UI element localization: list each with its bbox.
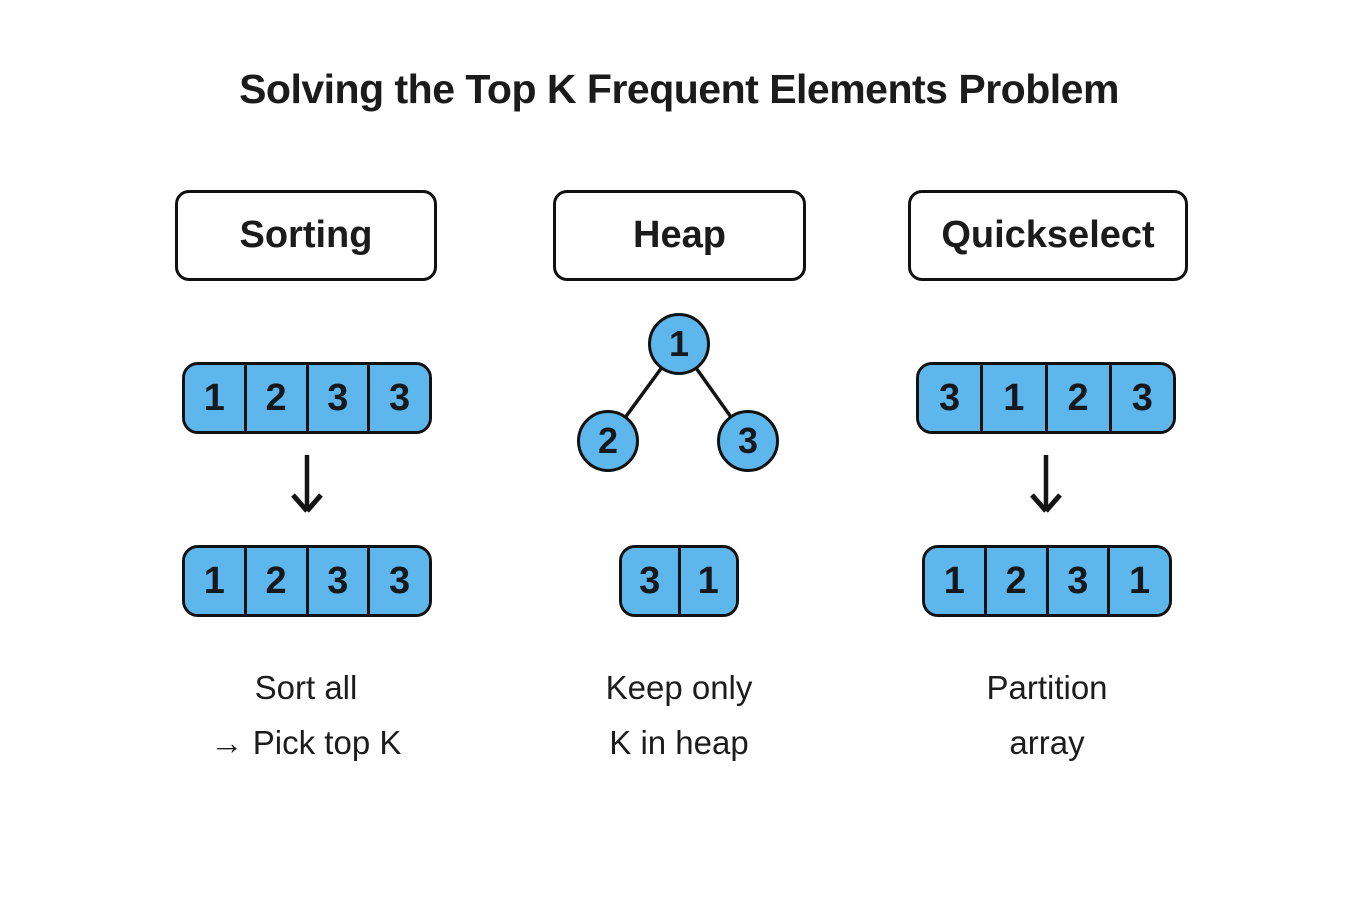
header-label-quickselect: Quickselect	[941, 214, 1155, 256]
array-cell: 3	[1045, 548, 1108, 614]
header-box-heap: Heap	[553, 190, 806, 281]
header-label-heap: Heap	[633, 214, 726, 256]
page-title: Solving the Top K Frequent Elements Prob…	[239, 66, 1119, 112]
heap-result-array: 3 1	[619, 545, 739, 617]
array-cell: 2	[243, 365, 306, 431]
array-cell: 3	[1108, 365, 1173, 431]
array-cell: 3	[919, 365, 981, 431]
array-cell: 2	[243, 548, 306, 614]
caption-heap: Keep only K in heap	[479, 660, 879, 770]
array-cell: 3	[367, 365, 429, 431]
array-cell: 1	[677, 548, 736, 614]
caption-line: Partition	[986, 669, 1108, 706]
caption-sorting: Sort all → Pick top K	[106, 660, 506, 770]
sorting-output-array: 1 2 3 3	[182, 545, 432, 617]
down-arrow-icon	[1030, 455, 1062, 513]
caption-line: array	[1009, 724, 1085, 761]
sorting-input-array: 1 2 3 3	[182, 362, 432, 434]
array-cell: 1	[980, 365, 1045, 431]
array-cell: 2	[1044, 365, 1109, 431]
node-value: 2	[597, 420, 619, 461]
caption-line: → Pick top K	[210, 724, 402, 761]
header-box-sorting: Sorting	[175, 190, 437, 281]
node-value: 1	[668, 323, 690, 364]
array-cell: 3	[367, 548, 429, 614]
array-cell: 1	[1107, 548, 1169, 614]
caption-quickselect: Partition array	[847, 660, 1247, 770]
heap-right-child-node: 3	[717, 410, 779, 472]
array-cell: 1	[185, 365, 244, 431]
quickselect-output-array: 1 2 3 1	[922, 545, 1172, 617]
array-cell: 2	[983, 548, 1046, 614]
heap-left-child-node: 2	[577, 410, 639, 472]
array-cell: 1	[925, 548, 984, 614]
header-box-quickselect: Quickselect	[908, 190, 1188, 281]
caption-line: Sort all	[254, 669, 358, 706]
array-cell: 3	[305, 365, 368, 431]
quickselect-input-array: 3 1 2 3	[916, 362, 1176, 434]
header-label-sorting: Sorting	[239, 214, 373, 256]
caption-line: K in heap	[609, 724, 749, 761]
array-cell: 3	[305, 548, 368, 614]
array-cell: 3	[622, 548, 678, 614]
node-value: 3	[737, 420, 759, 461]
heap-root-node: 1	[648, 313, 710, 375]
array-cell: 1	[185, 548, 244, 614]
down-arrow-icon	[291, 455, 323, 513]
caption-line: Keep only	[605, 669, 753, 706]
